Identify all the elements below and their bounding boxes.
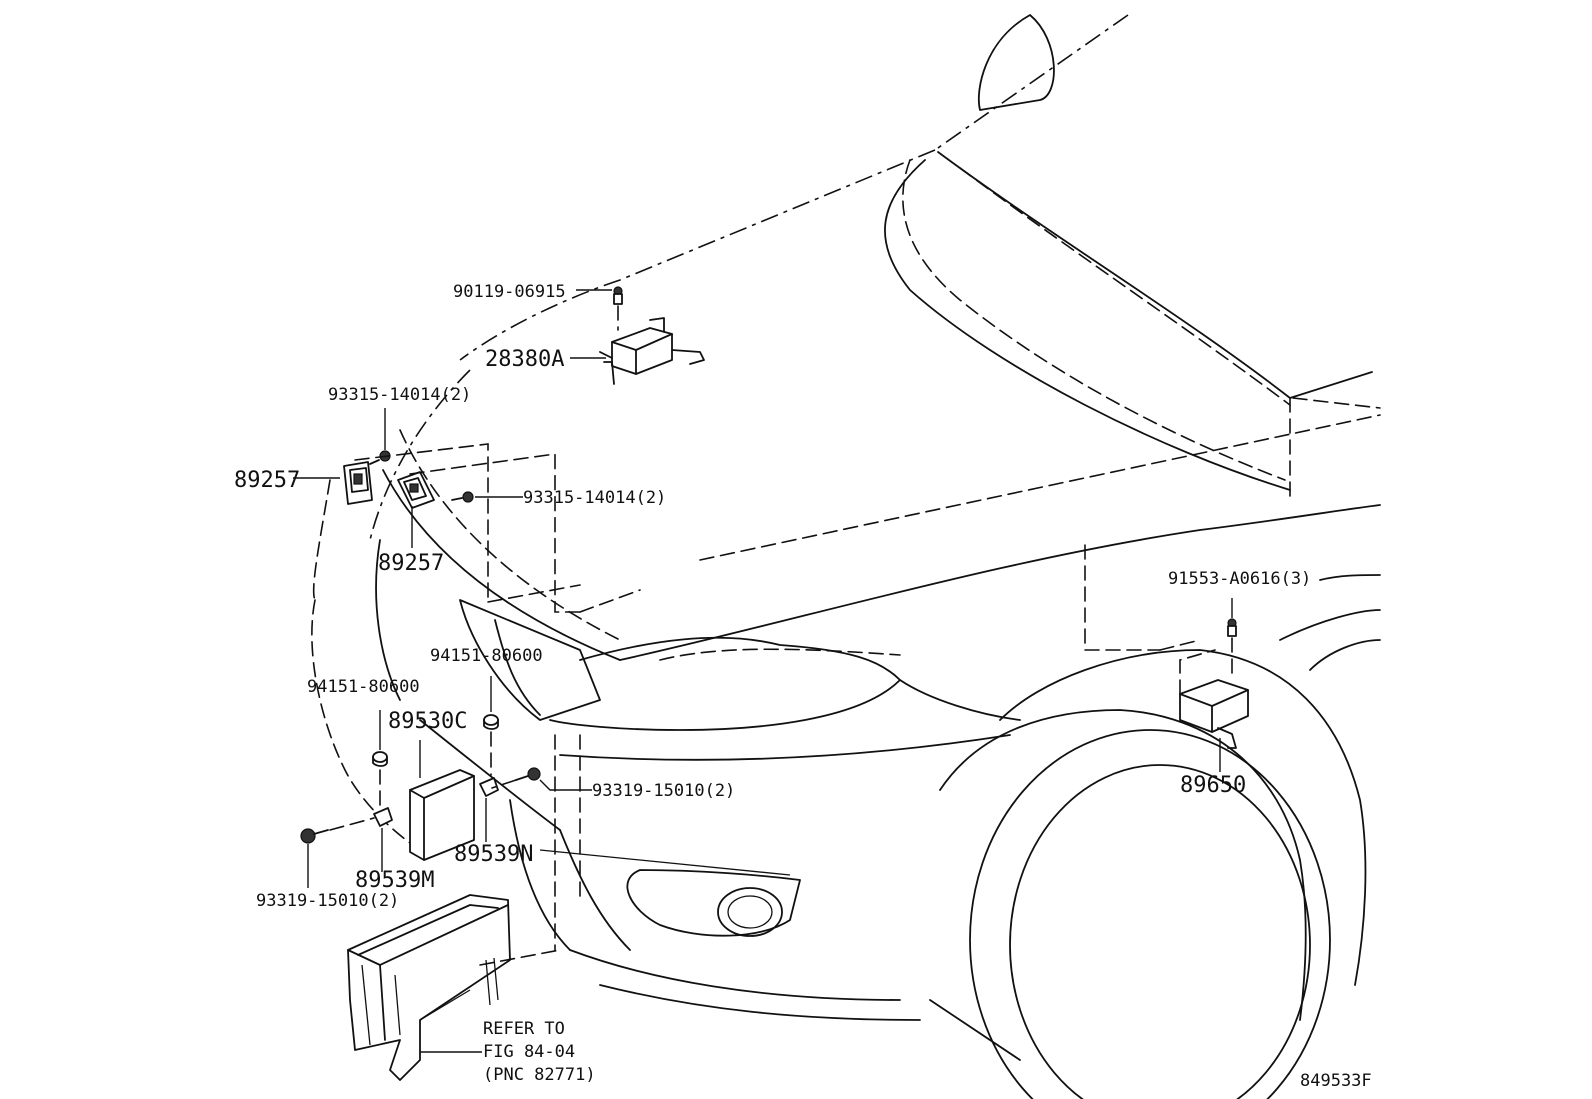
figure-id: 849533F (1300, 1071, 1372, 1091)
refer-line-3: (PNC 82771) (483, 1065, 596, 1085)
refer-line-2: FIG 84-04 (483, 1042, 575, 1062)
junction-box-bracket-icon (347, 894, 561, 1081)
refer-line-1: REFER TO (483, 1019, 565, 1039)
label-89539m: 89539M (355, 868, 434, 893)
label-93315-right: 93315-14014(2) (523, 488, 666, 508)
bracket-89257-left-icon (343, 461, 373, 505)
bolt-90119-icon (613, 286, 623, 331)
bolt-93319-right-icon (491, 767, 541, 789)
label-90119-06915: 90119-06915 (453, 282, 566, 302)
module-89650-icon (1179, 649, 1249, 749)
label-91553: 91553-A0616(3) (1168, 569, 1311, 589)
nut-94151-left-icon (372, 751, 388, 811)
bracket-89539n-icon (479, 777, 499, 797)
nut-94151-right-icon (483, 714, 499, 776)
ecu-89530c-icon (409, 769, 475, 861)
bracket-89257-right-icon (397, 471, 435, 509)
label-89650: 89650 (1180, 773, 1246, 798)
bolt-93319-left-icon (300, 817, 375, 844)
label-89257-right: 89257 (378, 551, 444, 576)
label-89257-left: 89257 (234, 468, 300, 493)
label-93315-top: 93315-14014(2) (328, 385, 471, 405)
label-94151-left: 94151-80600 (307, 677, 420, 697)
label-94151-right: 94151-80600 (430, 646, 543, 666)
bolt-91553-icon (1227, 618, 1237, 681)
label-89539n: 89539N (454, 842, 533, 867)
screw-93315-right-icon (451, 491, 474, 503)
leader-lines (293, 289, 1233, 1053)
bracket-89539m-icon (373, 807, 393, 827)
relay-28380a-icon (599, 317, 705, 385)
label-28380a: 28380A (485, 347, 564, 372)
label-89530c: 89530C (388, 709, 467, 734)
label-93319-left: 93319-15010(2) (256, 891, 399, 911)
label-93319-right: 93319-15010(2) (592, 781, 735, 801)
